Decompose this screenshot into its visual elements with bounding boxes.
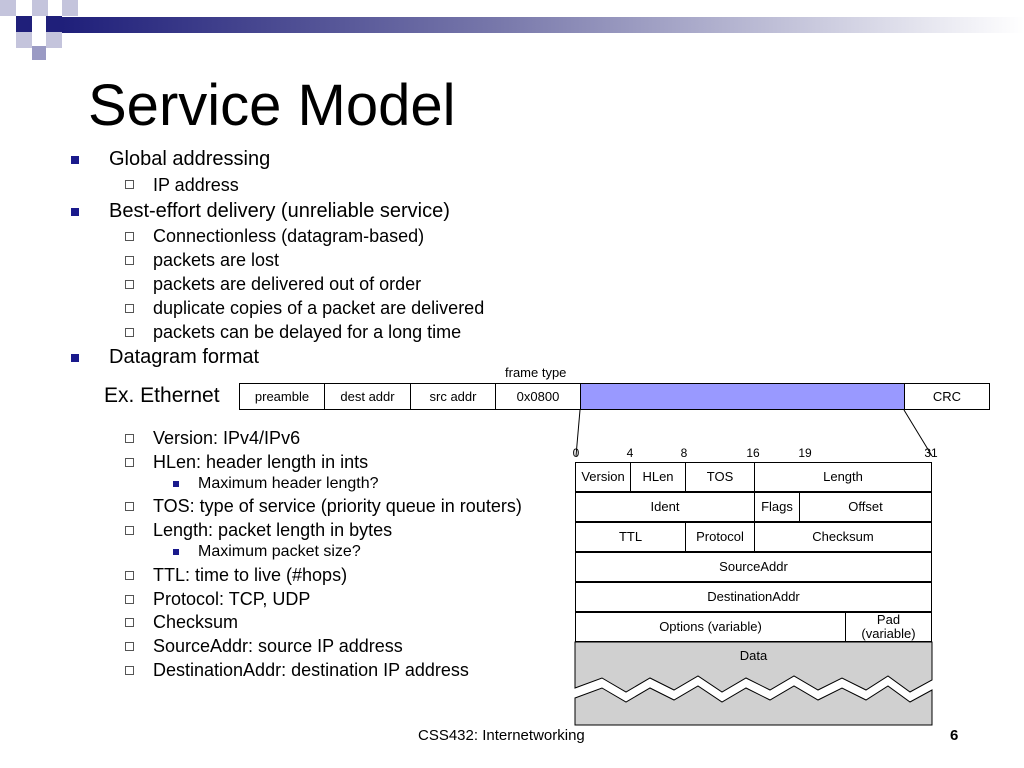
- field-hlen: HLen: header length in ints: [153, 452, 369, 472]
- bullet-square-icon: [71, 354, 79, 362]
- ip-header-row-2: Ident Flags Offset: [575, 492, 932, 522]
- ip-header-row-5: DestinationAddr: [575, 582, 932, 612]
- field-version: Version: IPv4/IPv6: [153, 428, 301, 448]
- sub-bullet-out-of-order: packets are delivered out of order: [153, 274, 422, 294]
- ip-flags-field: Flags: [755, 493, 800, 521]
- footer-course: CSS432: Internetworking: [418, 727, 585, 744]
- bullet-hollow-square-icon: [125, 434, 134, 443]
- payload-expansion-lines: [575, 409, 933, 457]
- ip-ttl-field: TTL: [576, 523, 686, 551]
- bit-label: 0: [572, 446, 580, 460]
- field-length-note: Maximum packet size?: [198, 543, 361, 560]
- bullet-best-effort: Best-effort delivery (unreliable service…: [109, 200, 450, 222]
- frame-type-label: frame type: [505, 365, 567, 380]
- ethernet-frame-type-field: 0x0800: [495, 383, 581, 410]
- field-checksum: Checksum: [153, 612, 239, 632]
- field-tos: TOS: type of service (priority queue in …: [153, 496, 522, 516]
- bullet-hollow-square-icon: [125, 328, 134, 337]
- bullet-global-addressing: Global addressing: [109, 148, 271, 170]
- ip-ident-field: Ident: [576, 493, 755, 521]
- bit-label: 4: [626, 446, 634, 460]
- field-length: Length: packet length in bytes: [153, 520, 393, 540]
- ip-length-field: Length: [823, 469, 863, 484]
- ip-checksum-field: Checksum: [812, 529, 874, 544]
- ethernet-payload-field: [580, 383, 905, 410]
- sub-bullet-lost: packets are lost: [153, 250, 280, 270]
- ethernet-label: Ex. Ethernet: [104, 384, 220, 407]
- ip-version-field: Version: [576, 463, 631, 491]
- sub-bullet-ip-address: IP address: [153, 175, 239, 195]
- bullet-hollow-square-icon: [125, 304, 134, 313]
- bullet-datagram-format: Datagram format: [109, 346, 260, 368]
- ethernet-dest-addr-field: dest addr: [324, 383, 411, 410]
- field-destination-addr: DestinationAddr: destination IP address: [153, 660, 469, 680]
- ip-pad-variable-label: (variable): [861, 626, 916, 641]
- sub-bullet-duplicates: duplicate copies of a packet are deliver…: [153, 298, 485, 318]
- ip-tos-field: TOS: [686, 463, 755, 491]
- bullet-small-square-icon: [173, 481, 179, 487]
- ip-header-row-1: Version HLen TOS Length: [575, 462, 932, 492]
- bullet-hollow-square-icon: [125, 526, 134, 535]
- header-decoration: [0, 0, 1024, 60]
- ip-header-row-4: SourceAddr: [575, 552, 932, 582]
- bullet-hollow-square-icon: [125, 642, 134, 651]
- field-hlen-note: Maximum header length?: [198, 475, 379, 492]
- ip-pad-label: Pad: [876, 612, 901, 627]
- bit-label: 16: [746, 446, 760, 460]
- ethernet-preamble-field: preamble: [239, 383, 325, 410]
- ethernet-src-addr-field: src addr: [410, 383, 496, 410]
- bullet-hollow-square-icon: [125, 280, 134, 289]
- ip-data-label: Data: [739, 648, 768, 663]
- bullet-hollow-square-icon: [125, 571, 134, 580]
- field-source-addr: SourceAddr: source IP address: [153, 636, 403, 656]
- ip-destination-addr-field: DestinationAddr: [707, 589, 800, 604]
- bullet-hollow-square-icon: [125, 458, 134, 467]
- ip-header-row-6: Options (variable) Pad (variable): [575, 612, 932, 642]
- ip-source-addr-field: SourceAddr: [719, 559, 788, 574]
- bullet-square-icon: [71, 156, 79, 164]
- bullet-hollow-square-icon: [125, 502, 134, 511]
- ip-options-field: Options (variable): [576, 613, 846, 641]
- bit-label: 8: [680, 446, 688, 460]
- field-ttl: TTL: time to live (#hops): [153, 565, 348, 585]
- bit-label: 31: [924, 446, 938, 460]
- page-number: 6: [950, 727, 959, 744]
- bullet-hollow-square-icon: [125, 256, 134, 265]
- bullet-hollow-square-icon: [125, 232, 134, 241]
- ip-pad-field: Pad (variable): [846, 613, 931, 641]
- sub-bullet-delayed: packets can be delayed for a long time: [153, 322, 462, 342]
- ip-header-row-3: TTL Protocol Checksum: [575, 522, 932, 552]
- ip-offset-field: Offset: [848, 499, 883, 514]
- sub-bullet-connectionless: Connectionless (datagram-based): [153, 226, 425, 246]
- bullet-hollow-square-icon: [125, 180, 134, 189]
- bullet-hollow-square-icon: [125, 595, 134, 604]
- bullet-square-icon: [71, 208, 79, 216]
- bullet-small-square-icon: [173, 549, 179, 555]
- bullet-hollow-square-icon: [125, 618, 134, 627]
- slide-title: Service Model: [88, 73, 456, 138]
- ethernet-crc-field: CRC: [904, 383, 990, 410]
- bit-label: 19: [798, 446, 812, 460]
- ip-protocol-field: Protocol: [686, 523, 755, 551]
- ip-hlen-field: HLen: [631, 463, 686, 491]
- field-protocol: Protocol: TCP, UDP: [153, 589, 311, 609]
- ip-data-block: [574, 641, 933, 726]
- bullet-hollow-square-icon: [125, 666, 134, 675]
